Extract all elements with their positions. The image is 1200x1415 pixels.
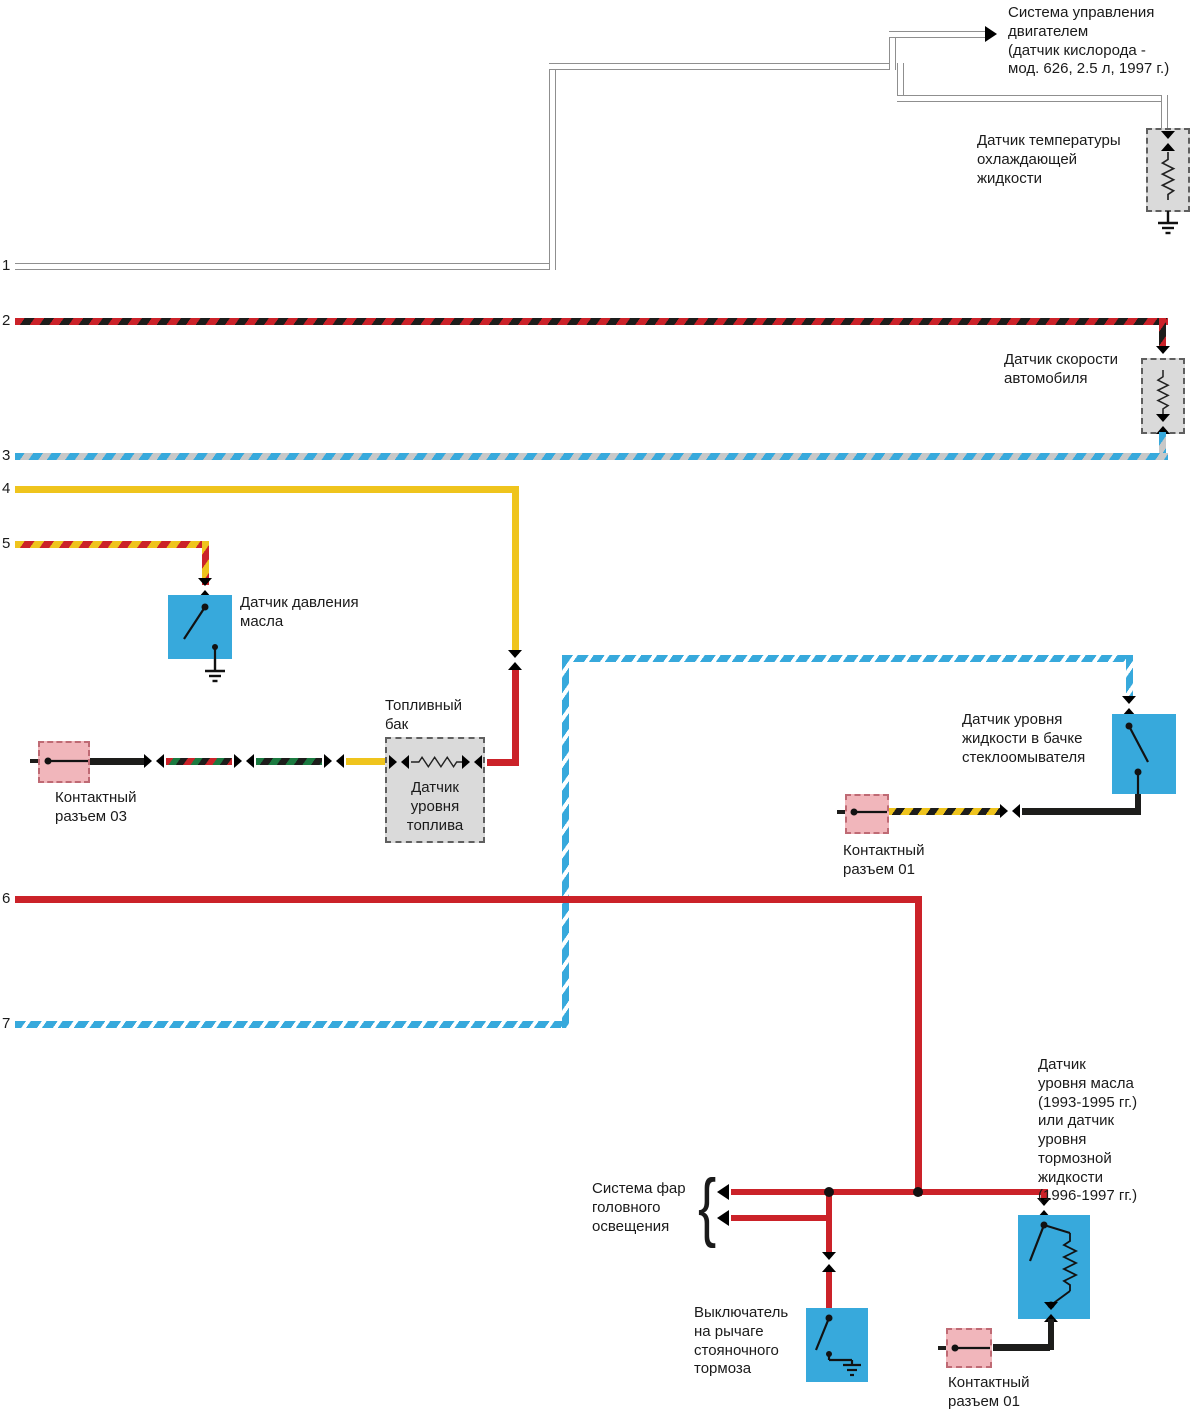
wire-4-seg [512,486,519,654]
wire-7-seg [15,1021,569,1028]
wire-1-seg [15,263,553,270]
wire-number-4: 4 [2,480,11,497]
connector-stub [938,1346,946,1350]
wire-1-branch-down [897,63,904,102]
label-headlight-system: Система фар головного освещения [592,1180,686,1235]
oil-level-stub [1048,1319,1054,1350]
resistor-icon [411,755,463,769]
wire-4-seg [15,486,519,493]
wire-number-1: 1 [2,257,11,274]
label-oil-pressure-sensor: Датчик давления масла [240,594,359,630]
wire-number-6: 6 [2,890,11,907]
connector-03-wire [256,758,322,765]
arrow-right-icon [985,26,997,42]
fuel-tank-box [385,737,485,843]
connector-pin-icon [44,757,88,765]
wire-number-5: 5 [2,535,11,552]
wire-6-seg [915,896,922,1196]
wire-4-red-seg [487,759,519,766]
washer-sensor-stub [1135,794,1141,812]
connector-stub [30,759,38,763]
switch-icon [1125,722,1149,794]
label-washer-fluid-sensor: Датчик уровня жидкости в бачке стеклоомы… [962,711,1086,766]
wire-7-seg [1126,655,1133,699]
wire-7-seg [562,655,569,1028]
wire-1-seg [549,63,556,270]
wire-6-branch [731,1189,1048,1195]
connector-pin-icon [951,1344,990,1352]
connector-arrows-icon [508,650,522,670]
wire-5-seg [202,541,209,585]
wire-1-branch-up [889,31,896,70]
wire-1-branch-up [889,31,985,38]
wire-3-seg [1159,432,1166,460]
label-coolant-temp-sensor: Датчик температуры охлаждающей жидкости [977,132,1121,187]
oil-level-connector-wire [993,1344,1050,1351]
wire-number-3: 3 [2,447,11,464]
headlight-brace: { [698,1164,717,1249]
ground-icon [203,659,227,685]
wire-4-red-seg [512,670,519,766]
junction-dot [824,1187,834,1197]
ground-icon [1156,211,1180,237]
label-speed-sensor: Датчик скорости автомобиля [1004,351,1118,387]
connector-arrows-icon [1156,414,1170,434]
connector-arrows-icon [389,755,409,769]
wire-number-2: 2 [2,312,11,329]
label-connector-01-washer: Контактный разъем 01 [843,842,925,878]
wire-1-seg [549,63,893,70]
wire-3-seg [15,453,1168,460]
arrow-left-icon [717,1210,729,1226]
connector-arrows-icon [144,754,164,768]
connector-arrows-icon [822,1252,836,1272]
label-parking-brake-switch: Выключатель на рычаге стояночного тормоз… [694,1304,789,1378]
label-connector-03: Контактный разъем 03 [55,789,137,825]
connector-stub [837,810,845,814]
wire-6-branch [826,1189,832,1256]
wire-2-seg [1159,318,1166,348]
washer-connector-wire [888,808,1000,815]
label-oil-level-sensor: Датчик уровня масла (1993-1995 гг.) или … [1038,1056,1138,1205]
junction-dot [913,1187,923,1197]
label-connector-01-oil: Контактный разъем 01 [948,1374,1030,1410]
connector-arrows-icon [1000,804,1020,818]
label-engine-management: Система управления двигателем (датчик ки… [1008,4,1170,78]
wire-6-seg [15,896,922,903]
connector-pin-icon [850,808,887,816]
washer-connector-wire [1022,808,1141,815]
wire-number-7: 7 [2,1015,11,1032]
connector-arrows-icon [1161,131,1175,151]
connector-03-wire [346,758,385,765]
wire-5-seg [15,541,209,548]
parking-brake-wire [826,1272,832,1308]
arrow-left-icon [717,1184,729,1200]
connector-arrows-icon [324,754,344,768]
switch-icon [183,603,218,659]
wire-6-branch [731,1215,832,1221]
label-fuel-level-sensor: Датчик уровня топлива [406,779,464,834]
wire-2-seg [15,318,1168,325]
wire-1-branch-down [897,95,1168,102]
resistor-icon [1160,152,1176,200]
wire-1-branch-down [1161,95,1168,133]
oil-level-wire [1041,1189,1047,1202]
connector-arrows-icon [462,755,482,769]
oil-pressure-sensor-box [168,595,232,659]
connector-arrows-icon [234,754,254,768]
connector-arrows-icon [1122,696,1136,716]
switch-ground-icon [814,1314,861,1377]
label-fuel-tank: Топливный бак [385,697,462,733]
connector-03-wire [90,758,144,765]
parking-brake-switch-box [806,1308,868,1382]
connector-03-wire [166,758,232,765]
wire-7-seg [562,655,1133,662]
